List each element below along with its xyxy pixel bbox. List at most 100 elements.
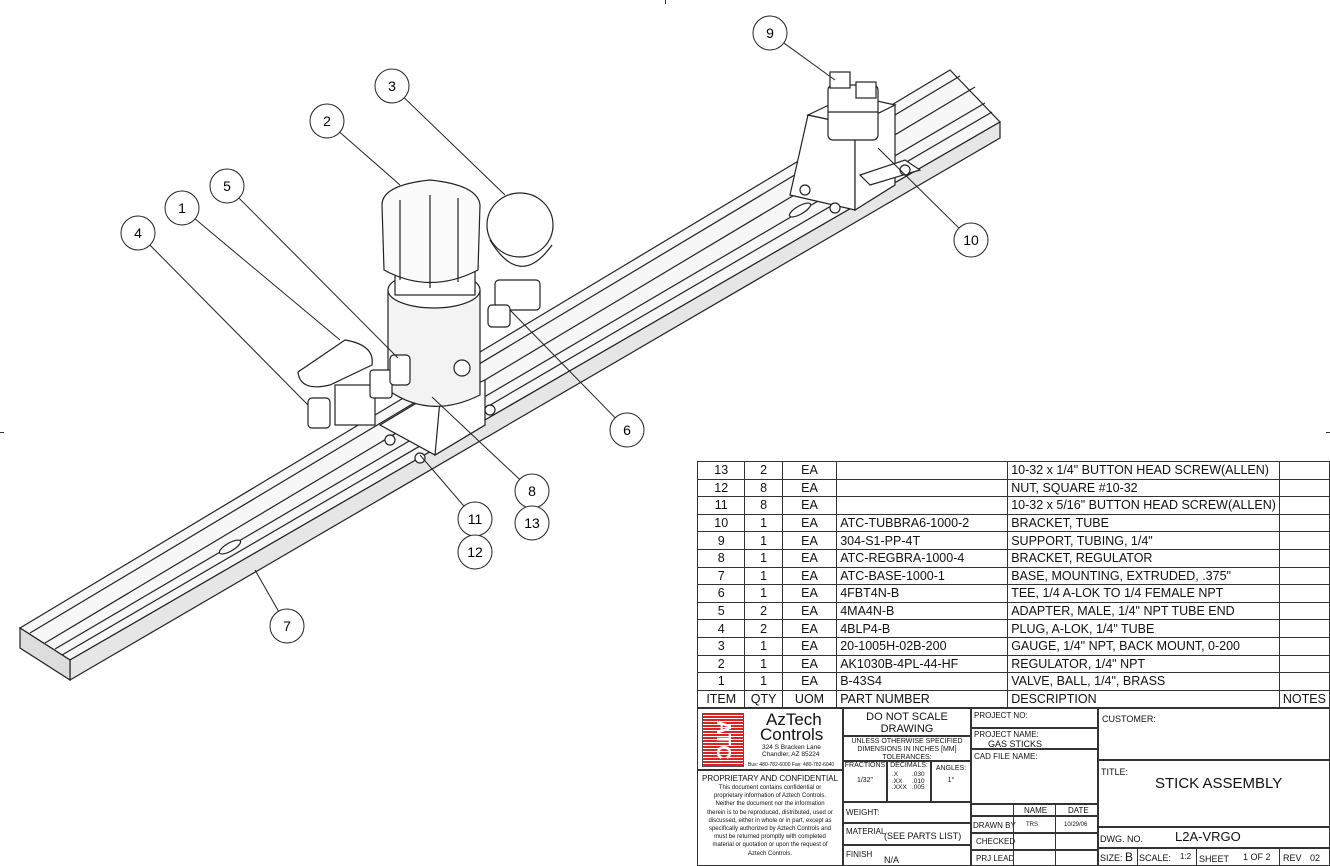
gauge [486,192,554,328]
leader-line [509,309,616,419]
bom-cell-notes [1278,496,1330,515]
proprietary-title: PROPRIETARY AND CONFIDENTIAL [701,774,839,783]
balloon-number: 11 [468,511,483,527]
bom-cell-item: 10 [696,513,746,533]
bom-cell-item: 6 [696,584,746,603]
bom-cell-part: ATC-REGBRA-1000-4 [836,548,1009,568]
prj-lead-row: PRJ LEAD [971,850,1098,866]
border-tick [665,0,666,4]
rev-label: REV [1283,853,1302,863]
base-rail [18,69,1001,682]
bom-cell-qty: 8 [744,478,783,498]
balloon-5: 5 [209,168,245,204]
leader-line [254,569,279,612]
proprietary-text: This document contains confidential or p… [707,785,833,857]
bom-cell-notes [1278,548,1330,568]
bom-header-part: PART NUMBER [836,689,1009,709]
scale-label: SCALE: [1139,853,1172,863]
title-block: ATC AzTech Controls 324 S Bracken Lane C… [697,707,1330,866]
bom-cell-uom: EA [781,513,838,533]
fractions-cell: FRACTIONS 1/32" [843,761,887,802]
bom-cell-qty: 2 [744,619,783,638]
bom-cell-uom: EA [781,601,838,621]
material-cell: MATERIAL (SEE PARTS LIST) [843,823,971,845]
decimals-keys: .X .XX .XXX [892,771,907,791]
bom-cell-uom: EA [781,496,838,515]
balloon-6: 6 [609,412,645,448]
bom-cell-part [836,461,1009,480]
bom-cell-part: 4FBT4N-B [836,584,1009,603]
balloon-circle [752,15,788,51]
bom-cell-uom: EA [781,461,838,480]
angles-cell: ANGLES: 1° [931,761,971,802]
bom-cell-uom: EA [781,672,838,691]
angles-value: 1° [947,777,955,784]
material-value: (SEE PARTS LIST) [884,831,962,841]
drawn-by: TRS [1026,822,1038,828]
balloon-number: 10 [963,232,979,248]
dwg-no-label: DWG. NO. [1100,834,1143,844]
balloon-circle [374,68,410,104]
bom-header-notes: NOTES [1278,689,1330,709]
balloon-circle [269,608,305,644]
border-tick [1326,432,1330,433]
balloon-number: 12 [467,544,483,560]
bom-cell-qty: 8 [744,496,783,515]
bom-cell-uom: EA [781,478,838,498]
balloon-12: 12 [457,534,493,570]
drawn-by-label: DRAWN BY [973,821,1016,830]
company-name-2: Controls [760,725,824,744]
balloon-11: 11 [457,501,493,537]
leader-line [403,97,506,196]
bom-cell-desc: BRACKET, REGULATOR [1007,548,1280,568]
balloon-number: 6 [623,422,631,438]
bom-header-item: ITEM [696,689,746,709]
balloon-number: 3 [388,78,396,94]
bom-cell-qty: 1 [744,672,783,691]
cad-file-label: CAD FILE NAME: [974,752,1038,761]
balloon-9: 9 [752,15,788,51]
tube-support [827,71,879,141]
scale-cell: SCALE: 1:2 [1137,848,1197,866]
bom-cell-part: ATC-TUBBRA6-1000-2 [836,513,1009,533]
company-block: ATC AzTech Controls 324 S Bracken Lane C… [697,708,843,770]
balloon-circle [309,103,345,139]
bom-cell-item: 8 [696,548,746,568]
bom-cell-notes [1278,566,1330,586]
bom-cell-qty: 1 [744,513,783,533]
drawn-by-row: DRAWN BY TRS 10/29/06 [971,816,1098,833]
decimals-values: .030 .010 .005 [912,771,925,791]
bom-cell-notes [1278,531,1330,550]
project-no-label: PROJECT NO: [974,711,1028,720]
rev-value: 02 [1310,853,1321,863]
project-name: GAS STICKS [988,739,1043,749]
bom-cell-desc: BRACKET, TUBE [1007,513,1280,533]
proprietary-block: PROPRIETARY AND CONFIDENTIAL This docume… [697,770,843,866]
balloon-circle [457,534,493,570]
bom-cell-part: 20-1005H-02B-200 [836,636,1009,656]
bom-cell-item: 5 [696,601,746,621]
balloon-4: 4 [120,215,156,251]
bom-cell-uom: EA [781,584,838,603]
bom-cell-notes [1278,619,1330,638]
balloon-circle [164,190,200,226]
divider [1055,804,1056,866]
bom-cell-desc: NUT, SQUARE #10-32 [1007,478,1280,498]
bom-cell-desc: VALVE, BALL, 1/4", BRASS [1007,672,1280,691]
tolerances-text: UNLESS OTHERWISE SPECIFIED DIMENSIONS IN… [851,738,963,761]
regulator [381,179,481,407]
balloon-number: 4 [134,225,142,241]
balloon-1: 1 [164,190,200,226]
finish-value: N/A [884,855,900,865]
balloon-number: 1 [178,200,186,216]
cad-file-cell: CAD FILE NAME: [971,749,1098,804]
leader-line [238,197,399,359]
